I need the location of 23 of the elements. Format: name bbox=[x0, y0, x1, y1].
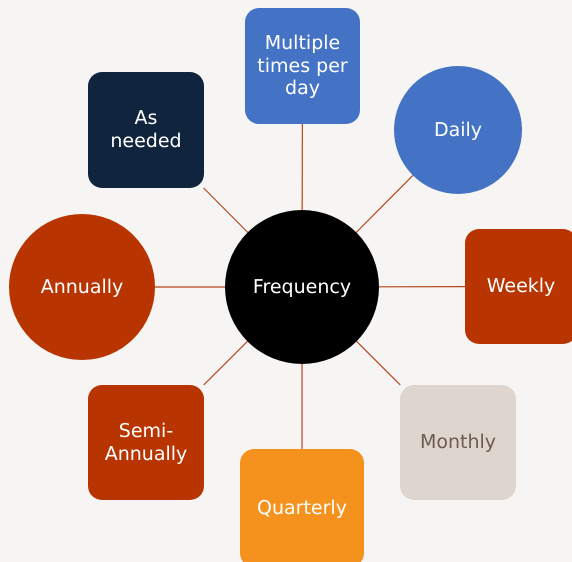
connector-line bbox=[155, 286, 225, 288]
node-label: Multiple times per day bbox=[256, 32, 349, 100]
connector-line bbox=[203, 188, 248, 233]
connector-line bbox=[356, 340, 401, 386]
category-box bbox=[88, 385, 204, 500]
category-box bbox=[240, 449, 364, 562]
connector-line bbox=[302, 124, 303, 210]
node-label: Daily bbox=[432, 118, 484, 142]
connector-line bbox=[356, 174, 414, 233]
node-label: Frequency bbox=[252, 276, 352, 298]
category-box bbox=[245, 8, 360, 124]
node-label: Annually bbox=[40, 276, 124, 298]
node-label: Semi-Annually bbox=[104, 420, 188, 466]
node-label: Weekly bbox=[486, 275, 556, 298]
category-box bbox=[88, 72, 204, 188]
node-label: Monthly bbox=[418, 431, 498, 454]
connector-line bbox=[301, 364, 303, 449]
node-label: As needed bbox=[109, 107, 183, 153]
node-label: Quarterly bbox=[256, 496, 348, 520]
connector-line bbox=[203, 340, 248, 386]
category-box bbox=[465, 229, 572, 344]
category-box bbox=[400, 385, 516, 500]
connector-line bbox=[379, 286, 465, 288]
